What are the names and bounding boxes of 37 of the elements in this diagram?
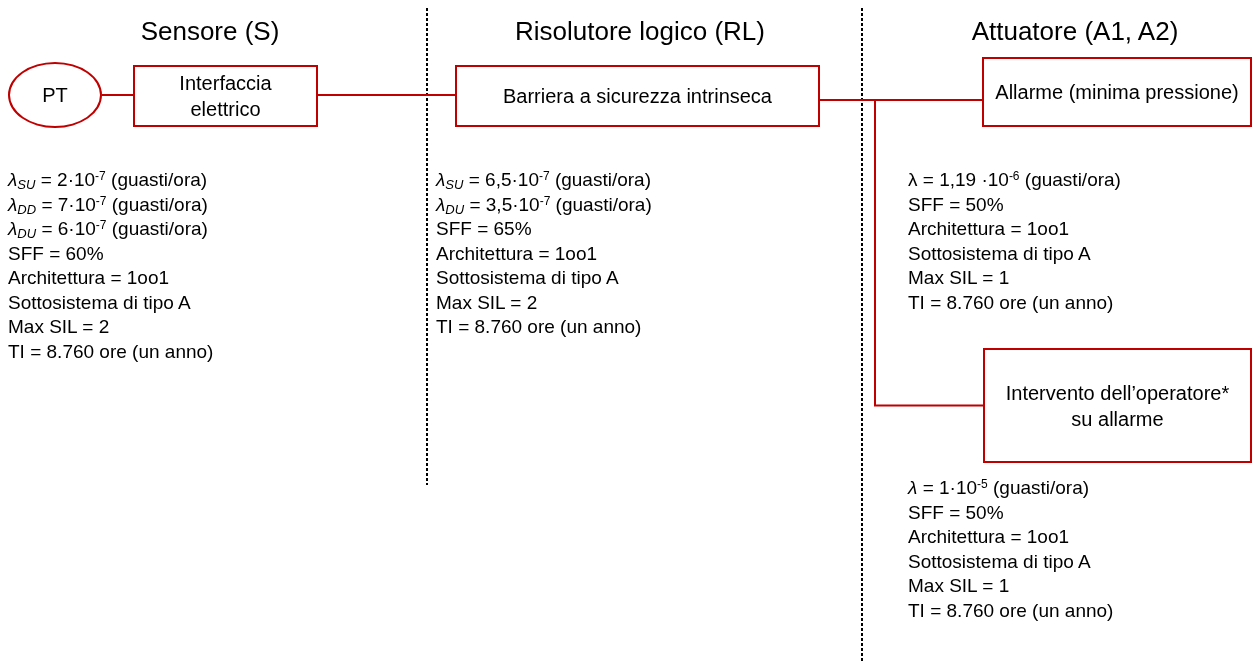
parameter-text: Sottosistema di tipo A xyxy=(8,290,192,315)
parameter-text: Architettura = 1oo1 xyxy=(908,217,1071,241)
parameter-text: Sottosistema di tipo A xyxy=(908,549,1092,574)
parameter-text: λ = 1,19 ·10$^{-6}$ (guasti/ora) xyxy=(908,168,1121,192)
process-box: Intervento dell’operatore* su allarme xyxy=(983,348,1252,463)
parameter-text: SFF = 50% xyxy=(908,500,1005,525)
parameter-text: SFF = 50% xyxy=(908,192,1005,217)
sensor-circle: PT xyxy=(8,62,102,128)
parameter-text: Max SIL = 1 xyxy=(908,266,1011,290)
process-box: Barriera a sicurezza intrinseca xyxy=(455,65,820,127)
parameter-text: Max SIL = 2 xyxy=(8,315,111,339)
parameter-text: TI = 8.760 ore (un anno) xyxy=(436,315,643,339)
parameter-text: Sottosistema di tipo A xyxy=(436,266,620,290)
process-box: Allarme (minima pressione) xyxy=(982,57,1252,127)
parameter-text: λ = 1·10$^{-5}$ (guasti/ora) xyxy=(908,476,1091,500)
connector-line xyxy=(101,94,134,96)
parameter-text: λ$_{DD}$ = 7·10$^{-7}$ (guasti/ora) xyxy=(8,192,209,217)
parameter-text: Max SIL = 1 xyxy=(908,574,1011,598)
parameter-text: Architettura = 1oo1 xyxy=(8,266,171,290)
parameter-text: Sottosistema di tipo A xyxy=(908,241,1092,266)
parameter-text: TI = 8.760 ore (un anno) xyxy=(8,339,214,364)
parameter-text: λ$_{SU}$ = 2·10$^{-7}$ (guasti/ora) xyxy=(8,168,209,193)
parameter-text: λ$_{SU}$ = 6,5·10$^{-7}$ (guasti/ora) xyxy=(436,168,652,193)
parameter-text: λ$_{DU}$ = 3,5·10$^{-7}$ (guasti/ora) xyxy=(436,192,652,217)
column-title: Sensore (S) xyxy=(140,18,280,44)
parameter-text: TI = 8.760 ore (un anno) xyxy=(908,290,1115,315)
parameter-text: Max SIL = 2 xyxy=(436,290,539,315)
connector-line xyxy=(317,94,456,96)
column-title: Attuatore (A1, A2) xyxy=(971,18,1179,44)
parameter-text: Architettura = 1oo1 xyxy=(436,241,599,266)
parameter-text: TI = 8.760 ore (un anno) xyxy=(908,598,1114,623)
parameter-text: Architettura = 1oo1 xyxy=(908,525,1071,549)
process-box: Interfaccia elettrico xyxy=(133,65,318,127)
column-title: Risolutore logico (RL) xyxy=(515,18,765,44)
parameter-text: SFF = 65% xyxy=(436,217,533,241)
parameter-text: SFF = 60% xyxy=(8,241,105,266)
parameter-text: λ$_{DU}$ = 6·10$^{-7}$ (guasti/ora) xyxy=(8,217,209,242)
